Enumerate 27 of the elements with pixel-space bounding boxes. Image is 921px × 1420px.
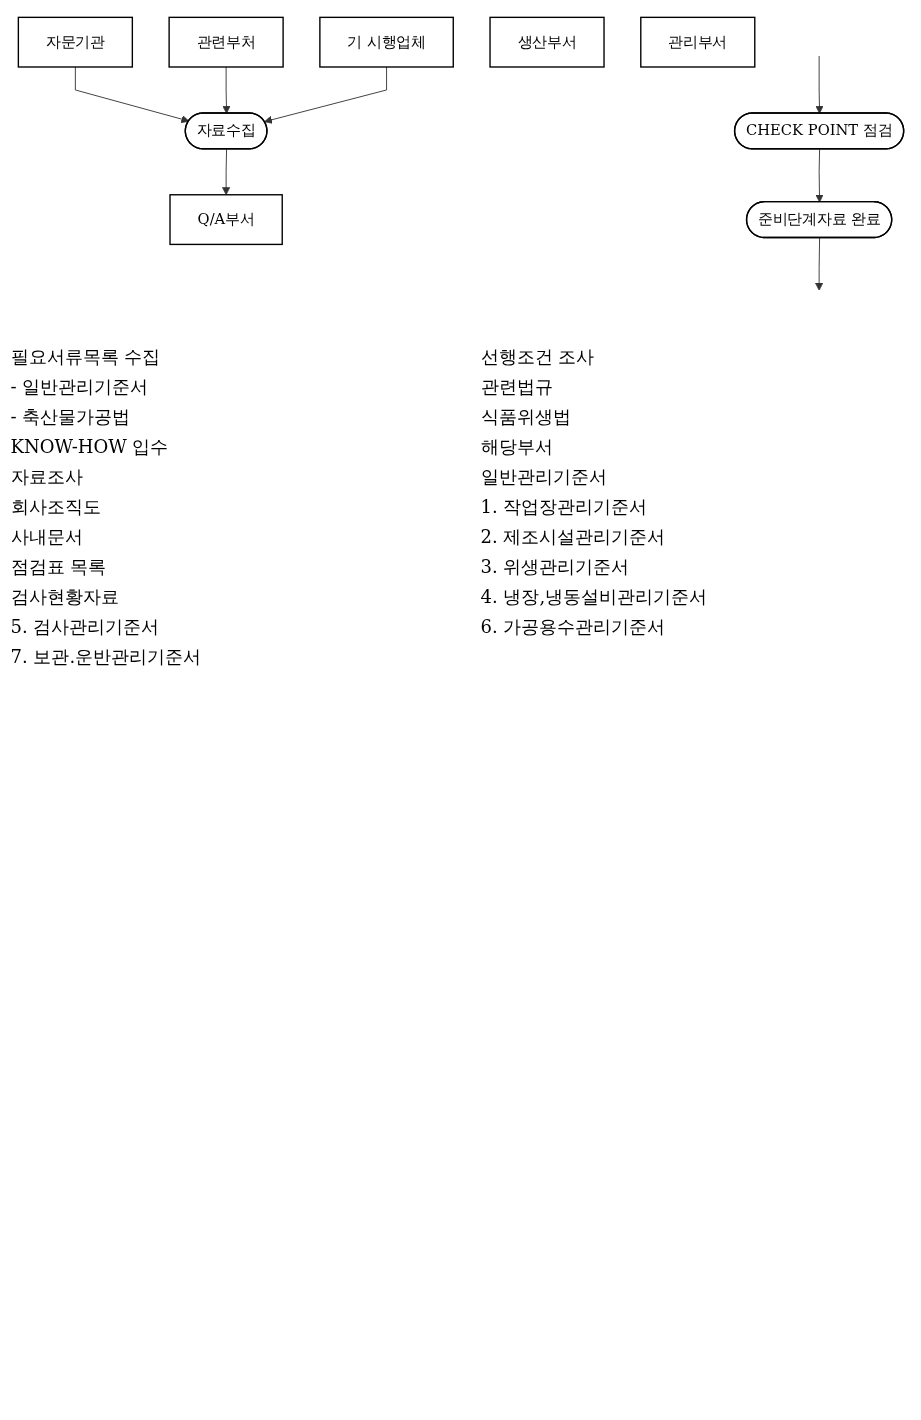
note-text: 필요서류목록 수집 — [10, 345, 162, 370]
note-text: - 일반관리기준서 — [10, 375, 150, 400]
node-box: 기 시행업체 — [318, 16, 454, 68]
note-text: 일반관리기준서 — [480, 465, 608, 490]
note-text: KNOW-HOW 입수 — [10, 435, 170, 460]
note-text: 식품위생법 — [480, 405, 572, 430]
note-text: 검사현황자료 — [10, 585, 120, 610]
note-text: 6. 가공용수관리기준서 — [480, 615, 667, 640]
note-text: 사내문서 — [10, 525, 84, 550]
note-text: 3. 위생관리기준서 — [480, 555, 631, 580]
note-text: 1. 작업장관리기준서 — [480, 495, 649, 520]
node-box: 자문기관 — [17, 16, 133, 68]
note-text: 회사조직도 — [10, 495, 102, 520]
note-text: 관련법규 — [480, 375, 554, 400]
node-box: 관리부서 — [639, 16, 755, 68]
note-text: 5. 검사관리기준서 — [10, 615, 161, 640]
note-text: 자료조사 — [10, 465, 84, 490]
node-box: 생산부서 — [488, 16, 605, 68]
node-box: 관련부처 — [167, 16, 284, 68]
note-text: 선행조건 조사 — [480, 345, 596, 370]
node-box: Q/A부서 — [168, 194, 283, 246]
note-text: 4. 냉장,냉동설비관리기준서 — [480, 585, 709, 610]
note-text: 점검표 목록 — [10, 555, 108, 580]
note-text: 해당부서 — [480, 435, 554, 460]
note-text: - 축산물가공법 — [10, 405, 132, 430]
note-text: 2. 제조시설관리기준서 — [480, 525, 667, 550]
note-text: 7. 보관.운반관리기준서 — [10, 645, 203, 670]
